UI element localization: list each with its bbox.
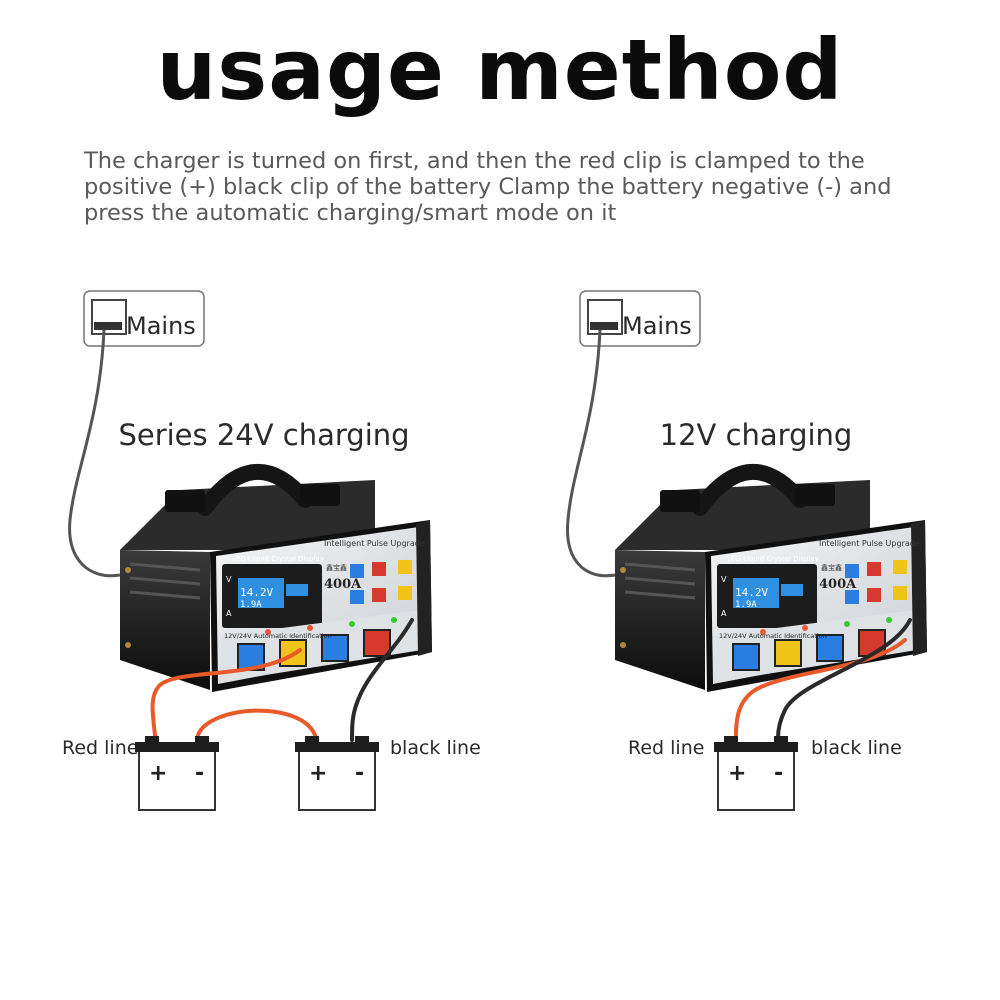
a-mark: A (721, 609, 727, 618)
instructions-line-1: The charger is turned on first, and then… (84, 148, 865, 174)
a-mark: A (226, 609, 232, 618)
red-line-label: Red line (62, 737, 138, 759)
upgrade-text: Intelligent Pulse Upgrade (324, 539, 425, 548)
battery-2-plus: + (309, 761, 327, 786)
series-link-cable (196, 708, 317, 737)
mains-label: Mains (126, 312, 196, 340)
battery-2: + - (294, 735, 380, 811)
display-title: LED Liquid Crystal Display (232, 555, 324, 563)
page-title: usage method (156, 21, 844, 119)
battery-2-minus: - (355, 761, 364, 786)
auto-id-text: 12V/24V Automatic Identification (224, 632, 332, 640)
upgrade-text: Intelligent Pulse Upgrade (819, 539, 920, 548)
instructions-line-2: positive (+) black clip of the battery C… (84, 174, 892, 200)
mode-heading: Series 24V charging (118, 418, 409, 452)
right-panel: Mains 12V charging LED Liquid Crystal Di… (566, 290, 927, 811)
black-line-label: black line (390, 737, 481, 759)
current-reading: 1.9A (240, 600, 262, 610)
charger-device: LED Liquid Crystal Display 14.2V 1.9A V … (120, 472, 432, 692)
battery: + - (713, 735, 799, 811)
black-line-label: black line (811, 737, 902, 759)
black-cable (776, 618, 912, 740)
mains-cable (68, 329, 121, 578)
voltage-reading: 14.2V (240, 586, 273, 599)
battery-1-plus: + (149, 761, 167, 786)
mode-heading: 12V charging (660, 418, 853, 452)
battery-1-minus: - (195, 761, 204, 786)
instructions-line-3: press the automatic charging/smart mode … (84, 200, 617, 226)
brand-text: 鑫宝鑫 (326, 563, 347, 572)
display-title: LED Liquid Crystal Display (727, 555, 819, 563)
v-mark: V (226, 575, 232, 584)
battery-minus: - (774, 761, 783, 786)
red-line-label: Red line (628, 737, 704, 759)
left-panel: Mains Series 24V charging LED Liquid Cry… (62, 290, 481, 811)
auto-id-text: 12V/24V Automatic Identification (719, 632, 827, 640)
rating-text: 400A (819, 577, 857, 592)
mains-cable (566, 329, 616, 578)
red-cable (150, 648, 302, 737)
black-cable (350, 618, 414, 742)
mains-label: Mains (622, 312, 692, 340)
battery-1: + - (134, 735, 220, 811)
voltage-reading: 14.2V (735, 586, 768, 599)
battery-plus: + (728, 761, 746, 786)
current-reading: 1.9A (735, 600, 757, 610)
charger-device: LED Liquid Crystal Display 14.2V 1.9A V … (615, 472, 927, 692)
brand-text: 鑫宝鑫 (821, 563, 842, 572)
instructions-text: The charger is turned on first, and then… (84, 148, 964, 226)
v-mark: V (721, 575, 727, 584)
rating-text: 400A (324, 577, 362, 592)
red-cable (734, 638, 907, 737)
